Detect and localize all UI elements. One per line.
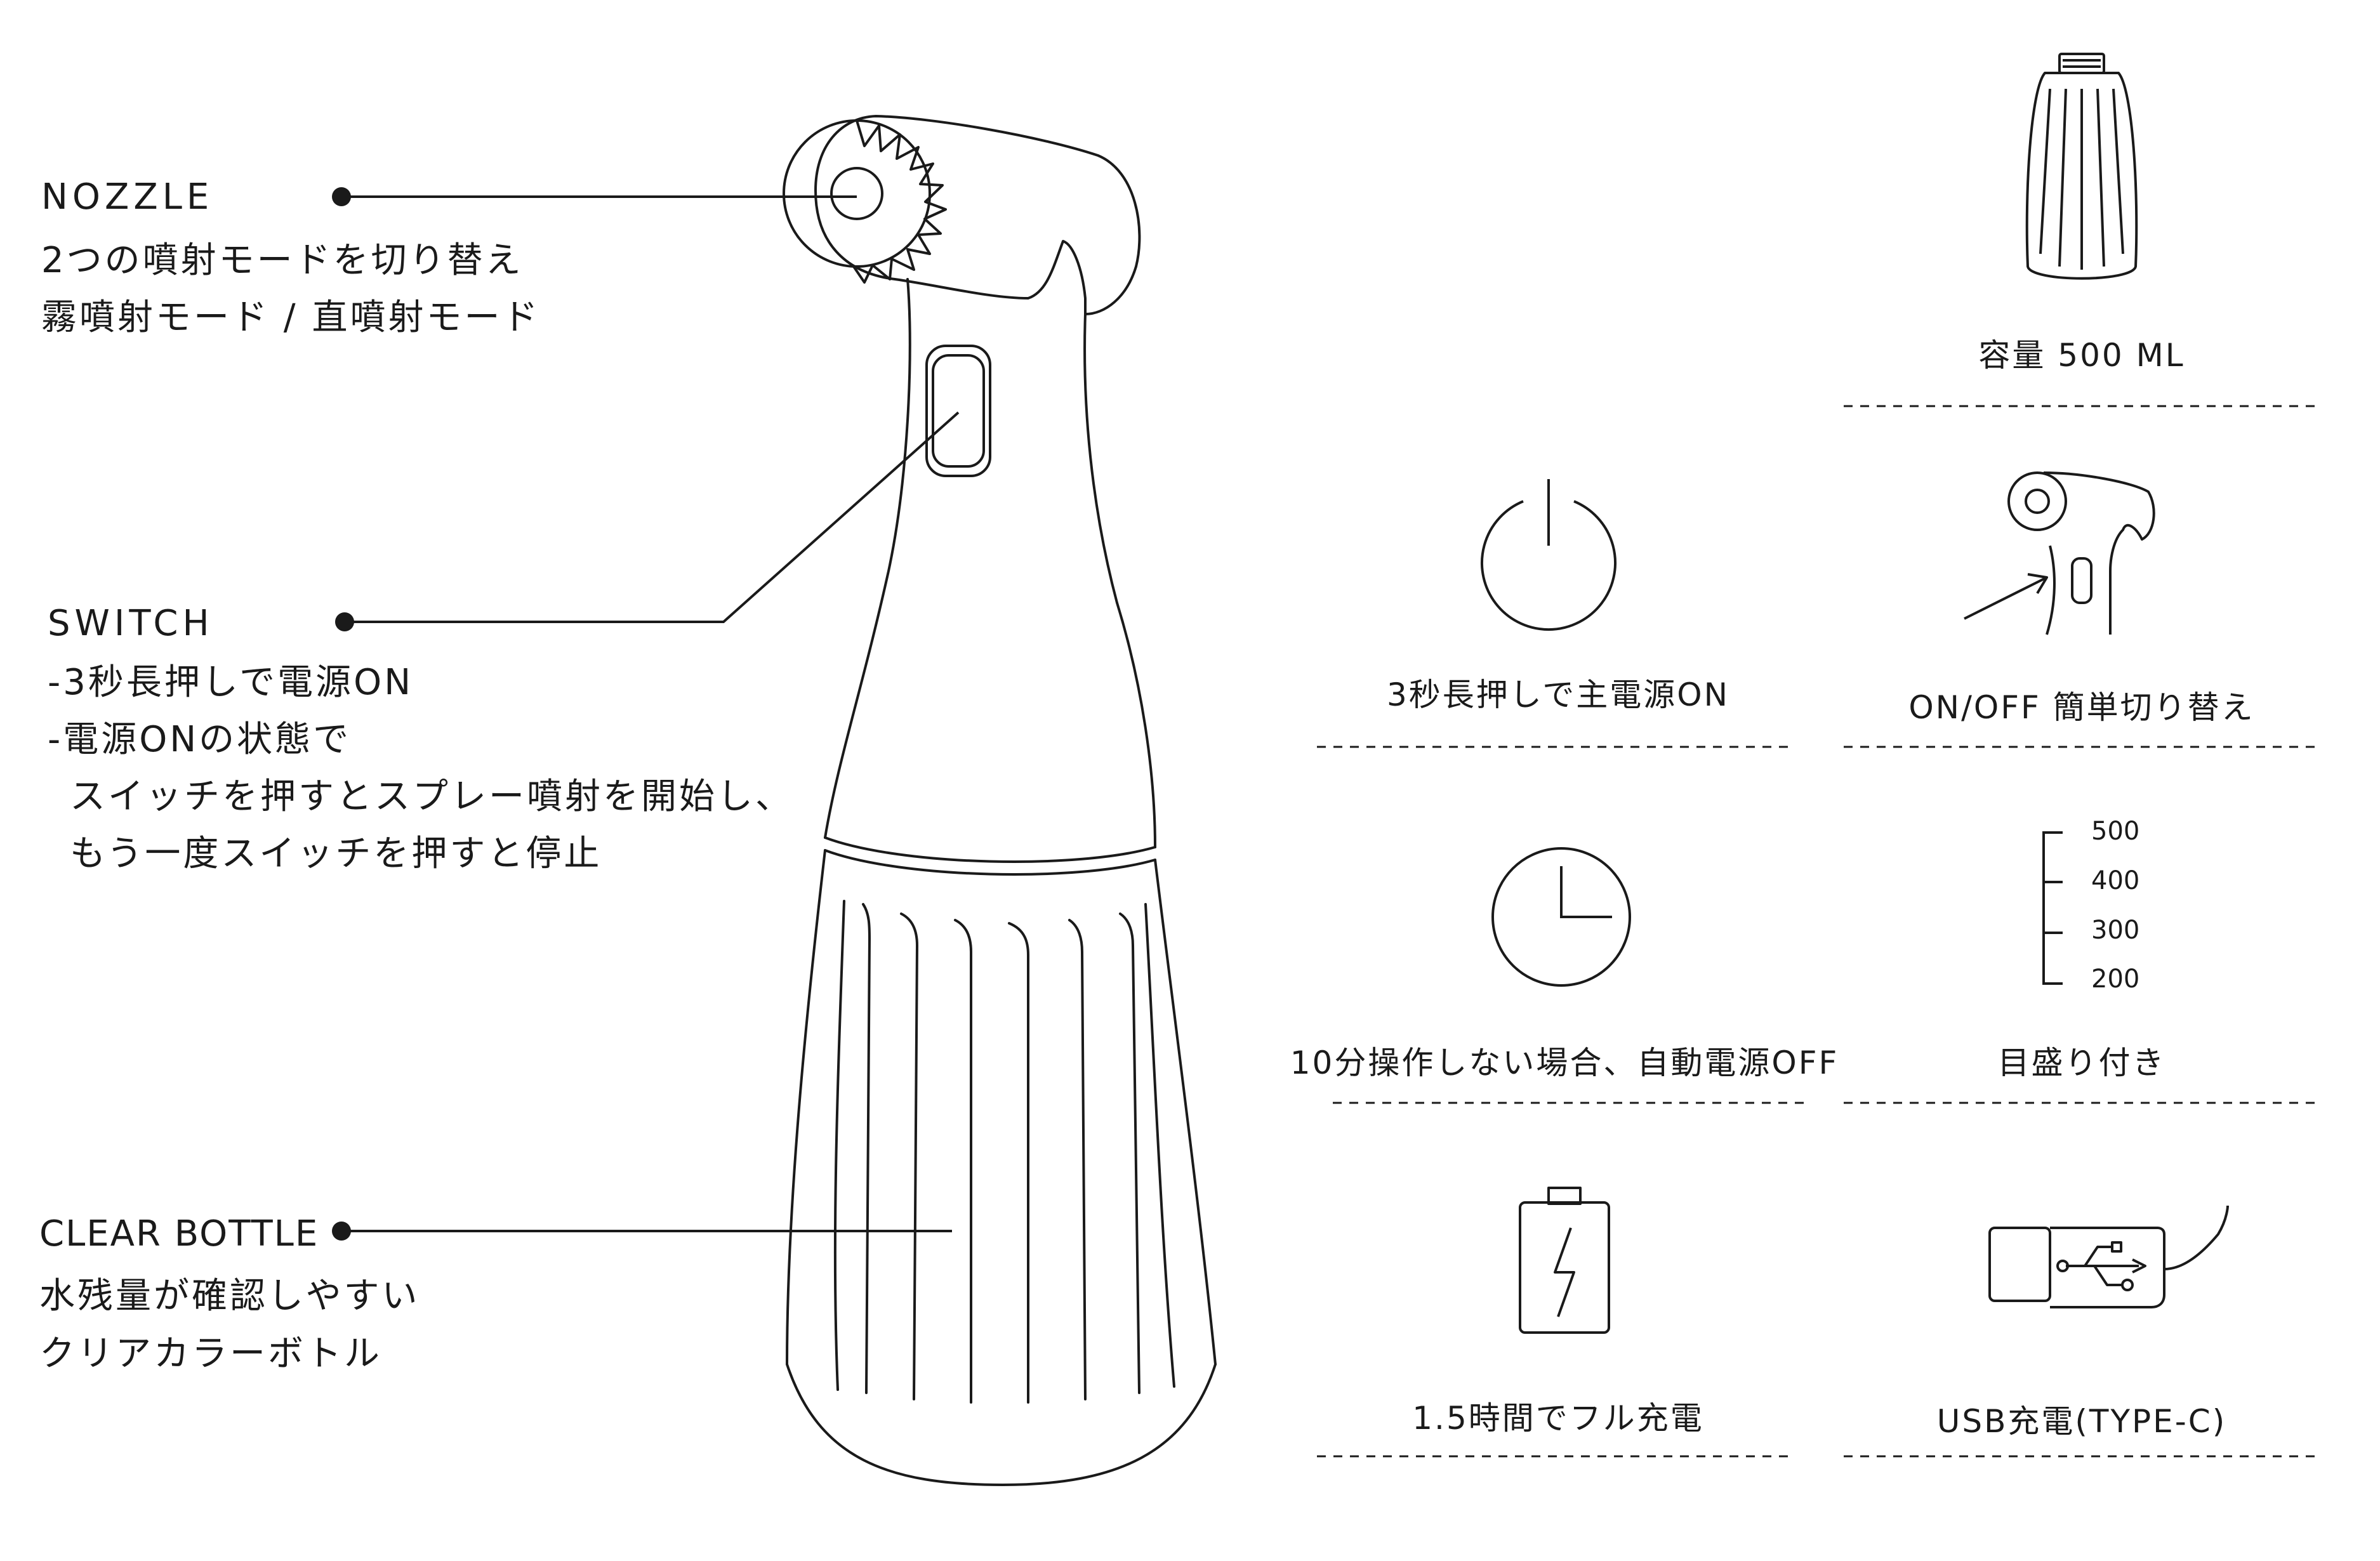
- onoff-label: ON/OFF 簡単切り替え: [1908, 689, 2255, 726]
- switch-press-icon: [1964, 471, 2155, 635]
- switch-line-4: もう一度スイッチを押すと停止: [70, 833, 602, 874]
- neck-right-edge: [1083, 313, 1156, 848]
- switch-button-inner: [932, 354, 985, 468]
- nozzle-line-1: 2つの噴射モードを切り替え: [41, 240, 524, 281]
- charge-time-label: 1.5時間でフル充電: [1412, 1400, 1704, 1437]
- clock-icon: [1491, 847, 1631, 987]
- neck-left-edge: [824, 278, 911, 839]
- switch-line-3: スイッチを押すとスプレー噴射を開始し、: [70, 776, 793, 817]
- scale-label: 目盛り付き: [1997, 1044, 2166, 1081]
- switch-title: SWITCH: [48, 603, 214, 644]
- nozzle-leader-dot: [332, 187, 351, 206]
- switch-leader-line: [345, 411, 960, 623]
- capacity-label: 容量 500 ML: [1978, 337, 2185, 374]
- usb-plug-icon: [1988, 1205, 2229, 1308]
- switch-leader-dot: [335, 612, 354, 631]
- switch-line-2: -電源ONの状態で: [48, 719, 352, 760]
- scale-mark-500: 500: [2091, 817, 2140, 846]
- bottle-line-2: クリアカラーボトル: [39, 1333, 382, 1374]
- bottle-title: CLEAR BOTTLE: [39, 1213, 319, 1255]
- battery-charge-icon: [1519, 1187, 1610, 1334]
- nozzle-dial-teeth: [852, 119, 947, 284]
- bottle-base: [786, 1363, 1217, 1486]
- bottle-container-icon: [2025, 53, 2138, 280]
- bottle-ribs: [833, 900, 1175, 1404]
- scale-mark-200: 200: [2091, 965, 2140, 994]
- switch-line-1: -3秒長押しで電源ON: [48, 662, 414, 703]
- nozzle-orifice: [830, 167, 883, 220]
- scale-mark-400: 400: [2091, 866, 2140, 895]
- scale-mark-300: 300: [2091, 916, 2140, 945]
- nozzle-line-2: 霧噴射モード / 直噴射モード: [41, 297, 541, 338]
- shoulder-seam: [824, 836, 1156, 863]
- bottle-left-edge: [786, 849, 826, 1366]
- auto-off-label: 10分操作しない場合、自動電源OFF: [1290, 1044, 1839, 1081]
- power-icon: [1481, 479, 1616, 631]
- shoulder-seam-lower: [824, 849, 1156, 876]
- switch-button-outline: [925, 345, 991, 477]
- nozzle-dial-outer: [783, 119, 931, 268]
- measuring-scale-icon: [2042, 831, 2063, 985]
- bottle-line-1: 水残量が確認しやすい: [39, 1275, 420, 1317]
- bottle-leader-dot: [332, 1222, 351, 1241]
- usb-label: USB充電(TYPE-C): [1936, 1403, 2227, 1440]
- nozzle-title: NOZZLE: [41, 176, 214, 218]
- head-shell: [814, 115, 1141, 315]
- power-hold-label: 3秒長押しで主電源ON: [1386, 676, 1730, 713]
- bottle-right-edge: [1154, 859, 1217, 1366]
